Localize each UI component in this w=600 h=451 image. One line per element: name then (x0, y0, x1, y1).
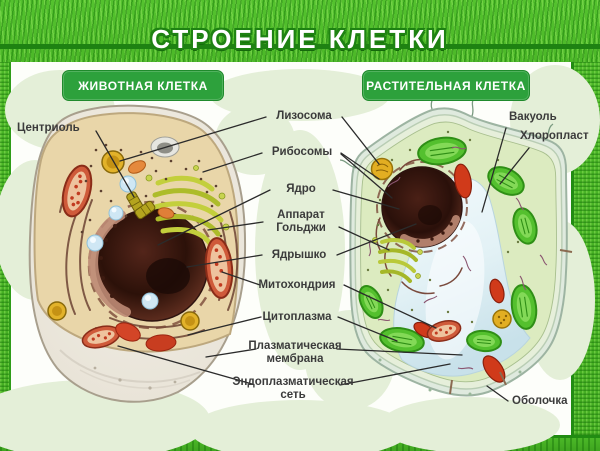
label-cell-wall: Оболочка (512, 395, 568, 407)
leader-plasma-membrane-left (205, 348, 257, 358)
animal-cell-heading: ЖИВОТНАЯ КЛЕТКА (62, 70, 224, 101)
leader-cytoplasm-left (187, 316, 262, 336)
animal-nucleus (88, 208, 209, 322)
leader-lysosome-left (119, 116, 267, 162)
leader-mitochondria-right (343, 284, 437, 329)
leader-golgi-right (338, 226, 390, 251)
leader-golgi-left (207, 221, 264, 231)
animal-nucleolus (146, 258, 190, 294)
leader-lines (95, 116, 530, 402)
plant-red-organelles (413, 163, 506, 383)
plant-endoplasmic-reticulum (375, 158, 463, 295)
label-lysosome: Лизосома (276, 110, 332, 122)
leader-er-left (117, 345, 253, 385)
label-vacuole: Вакуоль (509, 111, 557, 123)
label-nucleus: Ядро (286, 183, 316, 195)
title-underline (0, 44, 600, 49)
label-mitochondria: Митохондрия (258, 279, 336, 291)
label-nucleolus: Ядрышко (271, 249, 327, 261)
leader-er-right (339, 363, 451, 386)
leader-plasma-membrane-right (336, 348, 463, 356)
animal-mitochondrion (81, 325, 121, 349)
plant-membrane-squiggles (368, 146, 548, 370)
label-cytoplasm: Цитоплазма (262, 311, 332, 323)
animal-centriole (126, 191, 156, 220)
leader-ribosomes-right2 (340, 153, 393, 199)
leader-vacuole (481, 127, 507, 213)
label-centriole: Центриоль (17, 122, 80, 134)
plant-cell-illustration (339, 74, 573, 397)
plant-yellow-organelles (370, 157, 512, 329)
animal-ribosomes (80, 143, 223, 238)
plant-wall-channels (449, 249, 573, 395)
plant-mitochondrion (426, 320, 462, 342)
animal-mitochondrion (61, 164, 93, 218)
animal-lysosome (47, 150, 200, 331)
poster-title: СТРОЕНИЕ КЛЕТКИ (151, 24, 449, 54)
plant-nucleolus (418, 205, 442, 225)
leader-cell-wall (486, 385, 509, 402)
animal-mitochondrion (204, 237, 234, 299)
label-ribosomes: Рибосомы (271, 146, 333, 158)
leader-nucleolus-right (336, 223, 417, 256)
label-chloroplast: Хлоропласт (520, 130, 589, 142)
label-er: Эндоплазматическая сеть (232, 376, 354, 402)
leader-lysosome-right (341, 116, 380, 165)
frame-top-band (0, 0, 600, 62)
plant-chloroplasts (358, 136, 538, 353)
plant-ribosome-dots (366, 130, 520, 324)
leader-nucleus-left (157, 189, 271, 246)
animal-vesicles (86, 175, 159, 310)
leader-cytoplasm-right (337, 316, 398, 342)
leader-ribosomes-left (202, 152, 263, 173)
leader-centriole (95, 130, 135, 198)
label-plasma-membrane: Плазматическая мембрана (248, 340, 342, 366)
plant-nucleus (381, 166, 463, 248)
leader-mitochondria-left (221, 271, 261, 286)
animal-cell-illustration (28, 104, 247, 403)
leader-nucleus-right (332, 189, 400, 210)
leader-nucleolus-left (186, 254, 263, 268)
leader-chloroplast (499, 147, 530, 185)
plant-golgi-apparatus (372, 237, 423, 283)
plant-cell-heading: РАСТИТЕЛЬНАЯ КЛЕТКА (362, 70, 530, 101)
label-golgi: Аппарат Гольджи (276, 209, 326, 235)
leader-ribosomes-right1 (340, 152, 380, 180)
